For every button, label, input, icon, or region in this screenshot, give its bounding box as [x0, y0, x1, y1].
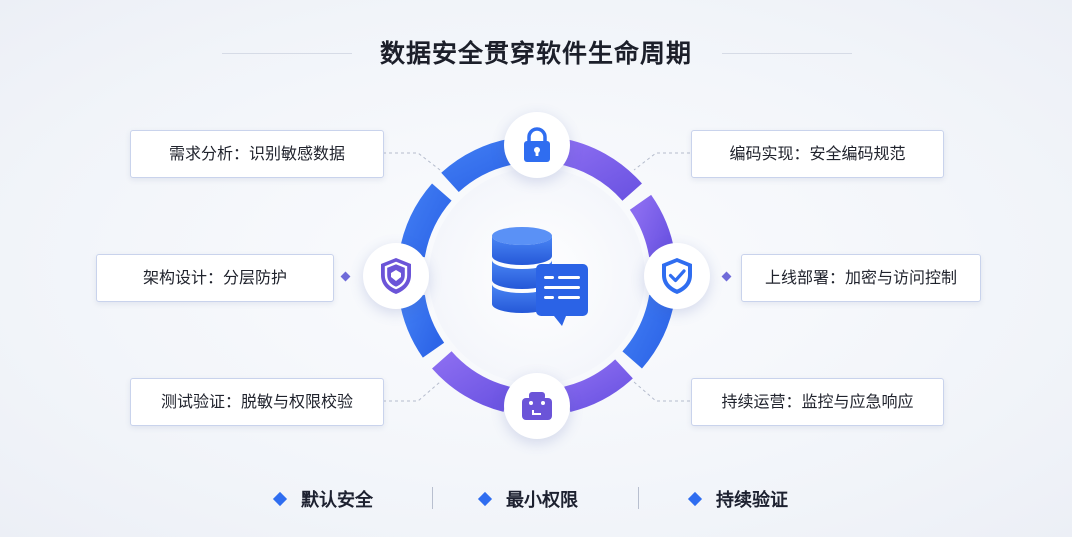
connector-testing — [383, 381, 441, 402]
title-area: 数据安全贯穿软件生命周期 — [0, 34, 1072, 74]
diamond-icon — [687, 491, 703, 507]
lock-icon — [524, 127, 550, 162]
diamond-icon — [477, 491, 493, 507]
stage-deployment-label: 上线部署：加密与访问控制 — [764, 268, 957, 287]
ring-segment-bottom-right — [563, 359, 633, 412]
principle-label: 持续验证 — [716, 490, 788, 511]
stage-operations: 持续运营：监控与应急响应 — [691, 378, 944, 426]
principle-label: 最小权限 — [506, 490, 578, 511]
node-right — [644, 243, 710, 309]
page-title: 数据安全贯穿软件生命周期 — [379, 39, 692, 68]
ring-segment-left-lower — [399, 294, 445, 358]
shield-check-icon — [662, 258, 692, 294]
stage-requirements: 需求分析：识别敏感数据 — [130, 130, 384, 178]
node-left — [363, 243, 429, 309]
ring-segment-bottom-left — [432, 351, 511, 412]
principle-label: 默认安全 — [301, 490, 373, 511]
stage-architecture-label: 架构设计：分层防护 — [142, 268, 287, 287]
stage-operations-label: 持续运营：监控与应急响应 — [721, 392, 914, 411]
stage-deployment: 上线部署：加密与访问控制 — [741, 254, 981, 302]
connector-requirements — [383, 152, 441, 171]
connector-operations — [633, 381, 690, 402]
shield-icon — [381, 258, 411, 294]
toolkit-icon — [522, 392, 552, 420]
divider — [432, 487, 433, 509]
stage-requirements-label: 需求分析：识别敏感数据 — [168, 144, 345, 163]
title-right-rule — [722, 53, 852, 54]
node-top — [504, 112, 570, 178]
principles-bar: 默认安全 最小权限 持续验证 — [0, 482, 1072, 516]
diamond-icon — [272, 491, 288, 507]
database-document-icon — [492, 227, 588, 326]
stage-testing-label: 测试验证：脱敏与权限校验 — [160, 392, 353, 411]
principle-item: 最小权限 — [477, 482, 578, 516]
principle-item: 持续验证 — [687, 482, 788, 516]
stage-architecture: 架构设计：分层防护 — [96, 254, 334, 302]
divider — [638, 487, 639, 509]
stage-coding: 编码实现：安全编码规范 — [691, 130, 944, 178]
stage-coding-label: 编码实现：安全编码规范 — [729, 144, 906, 163]
connector-coding — [633, 152, 690, 171]
stage-testing: 测试验证：脱敏与权限校验 — [130, 378, 384, 426]
node-bottom — [504, 373, 570, 439]
title-left-rule — [222, 53, 352, 54]
principle-item: 默认安全 — [272, 482, 373, 516]
